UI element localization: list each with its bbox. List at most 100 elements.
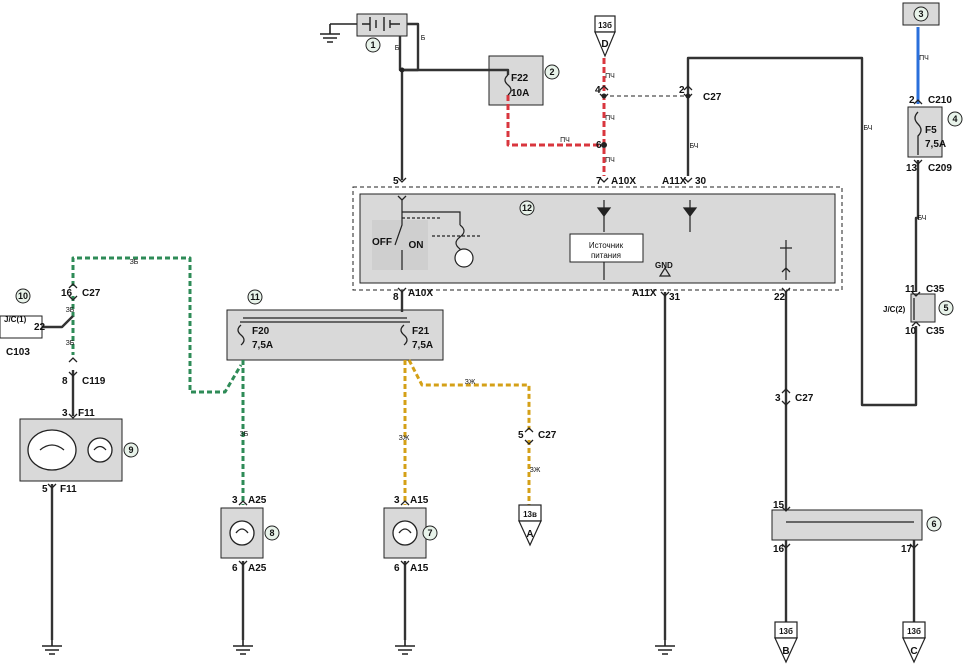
- ref-letter-c: C: [910, 646, 917, 657]
- wire-code-zb4: ЗБ: [240, 431, 249, 438]
- conn-c35-bot: C35: [926, 326, 945, 337]
- diode-icon: [596, 207, 698, 217]
- wire-code-pch3: ПЧ: [560, 137, 570, 144]
- wire-bch-long: [686, 56, 918, 407]
- pin-31: 31: [669, 292, 681, 303]
- conn-a15-top: A15: [410, 495, 429, 506]
- callout-9: [123, 442, 139, 458]
- fuse-f20-icon: [237, 324, 245, 346]
- wire-code-pch4: ПЧ: [605, 157, 615, 164]
- conn-a10x-top: A10X: [611, 176, 636, 187]
- callouts: [15, 6, 963, 541]
- pin-22: 22: [774, 292, 786, 303]
- wire-code-b1: Б: [395, 45, 400, 52]
- conn-gnd: GND: [655, 261, 673, 270]
- ground-icon: [320, 23, 357, 43]
- callout-1: [365, 37, 381, 53]
- ground-icon: [395, 640, 415, 655]
- conn-a25-bot: A25: [248, 563, 267, 574]
- wire-code-bch1: БЧ: [690, 143, 699, 150]
- pin-3c: 3: [775, 393, 781, 404]
- fuse-f21-icon: [400, 324, 408, 346]
- conn-jc2: J/C(2): [883, 305, 906, 314]
- f21-name: F21: [412, 326, 430, 337]
- wire-b-left: [398, 36, 404, 180]
- ref-letter-a: A: [526, 529, 533, 540]
- conn-c210: C210: [928, 95, 952, 106]
- pin-6a: 6: [232, 563, 238, 574]
- callout-12: [519, 200, 535, 216]
- ref-letter-b: B: [782, 646, 789, 657]
- callout-5-text: 5: [943, 303, 948, 313]
- fuse-f5-box: [907, 106, 943, 158]
- callout-11-text: 11: [250, 292, 260, 302]
- wire-code-zb3: ЗБ: [66, 340, 75, 347]
- conn-a10x-bot: A10X: [408, 288, 433, 299]
- wire-bch-c35: [914, 160, 920, 292]
- component-boxes: [0, 2, 943, 559]
- ground-icon: [655, 640, 675, 655]
- f21-value: 7,5A: [412, 340, 433, 351]
- wire-zzh-branch: [407, 359, 531, 430]
- ref-13b-top: 13б: [598, 21, 612, 30]
- conn-c27-right: C27: [795, 393, 814, 404]
- switch-on-label: ON: [409, 240, 424, 251]
- module-12-frame: [352, 186, 843, 291]
- pin-4: 4: [595, 85, 601, 96]
- callout-6-text: 6: [931, 519, 936, 529]
- pin-6: 6: [596, 140, 602, 151]
- block-6-box: [771, 509, 923, 541]
- pin-8: 8: [393, 292, 399, 303]
- gnd-arrow-icon: [658, 266, 672, 277]
- wire-code-bch2: БЧ: [864, 125, 873, 132]
- ref-flags: [518, 15, 926, 664]
- callout-4-text: 4: [952, 114, 957, 124]
- callout-1-text: 1: [370, 40, 375, 50]
- pin-5b: 5: [42, 484, 48, 495]
- callout-2: [544, 64, 560, 80]
- pin-13: 13: [906, 163, 918, 174]
- fuse-symbols: [237, 74, 922, 523]
- wire-code-pch-r: ПЧ: [919, 55, 929, 62]
- lamp-9-side-icon: [87, 437, 113, 463]
- ref-13b-b: 13б: [779, 627, 793, 636]
- module-dashes: [402, 217, 480, 237]
- conn-c35-top: C35: [926, 284, 945, 295]
- bulb-8-icon: [229, 520, 255, 546]
- conn-f11-top: F11: [78, 408, 95, 419]
- conn-c209: C209: [928, 163, 952, 174]
- wire-code-zb1: ЗБ: [130, 259, 139, 266]
- callout-3: [913, 6, 929, 22]
- grounds: [42, 23, 675, 655]
- conn-a11x-bot: A11X: [632, 288, 657, 299]
- wire-jc1: [42, 315, 74, 329]
- wire-code-zzh2: ЗЖ: [465, 379, 476, 386]
- pin-10: 10: [905, 326, 917, 337]
- pin-3: 3: [62, 408, 68, 419]
- conn-a15-bot: A15: [410, 563, 429, 574]
- pin-3b: 3: [394, 495, 400, 506]
- wire-red-f22: [506, 95, 604, 147]
- fuse-f5-icon: [914, 111, 922, 155]
- fuse-f22-icon: [504, 74, 512, 96]
- pin-7: 7: [596, 176, 602, 187]
- module-out-icon: [780, 240, 792, 280]
- power-source-line1: Источник: [589, 241, 624, 250]
- ref-13v: 13в: [523, 510, 537, 519]
- callout-9-text: 9: [128, 445, 133, 455]
- pin-5: 5: [393, 176, 399, 187]
- conn-c103: C103: [6, 347, 30, 358]
- callout-6: [926, 516, 942, 532]
- f22-value: 10A: [511, 88, 529, 99]
- wire-b-right: [402, 50, 420, 72]
- conn-c119: C119: [82, 376, 106, 387]
- switch-off-label: OFF: [372, 237, 392, 248]
- switch-icon: [394, 200, 403, 270]
- power-source-line2: питания: [591, 251, 621, 260]
- pin-6b: 6: [394, 563, 400, 574]
- busbar-icon: [240, 317, 410, 323]
- transistor-icon: [454, 248, 474, 268]
- conn-c27-mid: C27: [538, 430, 557, 441]
- callout-4: [947, 111, 963, 127]
